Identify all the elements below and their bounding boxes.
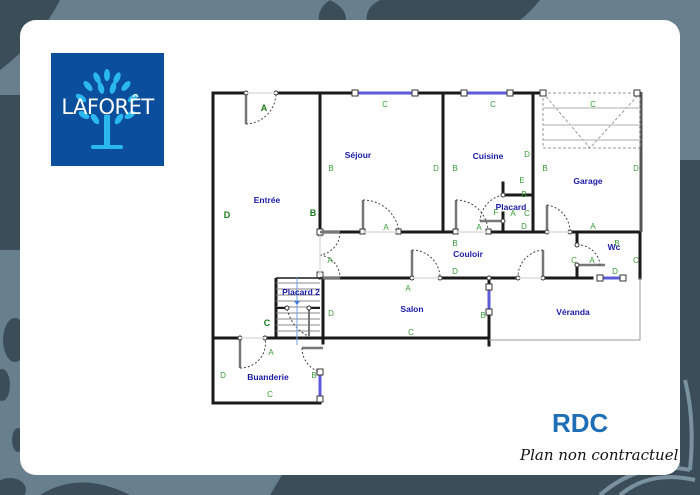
wall-label: A — [268, 348, 274, 357]
wall-label: C — [382, 100, 388, 109]
wall-label: C — [264, 318, 271, 328]
wall-label: B — [480, 311, 485, 320]
wall-label: D — [224, 210, 231, 220]
wall-label: C — [267, 390, 273, 399]
wall-label: A — [510, 209, 516, 218]
level-label: RDC — [552, 408, 609, 438]
wall-label: A — [590, 222, 596, 231]
wall-label: C — [590, 100, 596, 109]
wall-label: B — [311, 371, 316, 380]
room-label: Placard — [496, 202, 527, 212]
wall-label: C — [490, 100, 496, 109]
room-label: Séjour — [345, 150, 372, 160]
wall-label: A — [476, 223, 482, 232]
wall-label: B — [310, 208, 317, 218]
wall-label: D — [612, 267, 618, 276]
wall-label: A — [261, 103, 268, 113]
wall-label: C — [571, 256, 577, 265]
wall-label: D — [452, 267, 458, 276]
wall-label: D — [220, 371, 226, 380]
wall-label: D — [433, 164, 439, 173]
wall-label: B — [452, 164, 457, 173]
wall-label: B — [328, 164, 333, 173]
room-label: Couloir — [453, 249, 483, 259]
wall-label: B — [542, 164, 547, 173]
wall-label: A — [589, 256, 595, 265]
wall-label: D — [328, 309, 334, 318]
room-label: Buanderie — [247, 372, 289, 382]
wall-label: C — [524, 209, 530, 218]
wall-label: D — [524, 150, 530, 159]
room-label: Entrée — [254, 195, 281, 205]
wall-label: E — [519, 176, 524, 185]
wall-label: B — [521, 190, 526, 199]
brand-name: LAFORÊT — [61, 95, 154, 119]
room-label: Cuisine — [473, 151, 504, 161]
room-label: Garage — [573, 176, 603, 186]
wall-label: A — [327, 256, 333, 265]
laforet-logo: LAFORÊT — [51, 53, 164, 166]
room-label: Véranda — [556, 307, 590, 317]
room-label: Salon — [400, 304, 423, 314]
wall-label: B — [452, 239, 457, 248]
room-label: Placard 2 — [282, 287, 320, 297]
room-label: Wc — [608, 242, 621, 252]
wall-label: A — [383, 223, 389, 232]
wall-label: F — [494, 208, 499, 217]
wall-label: D — [521, 222, 527, 231]
wall-label: D — [633, 164, 639, 173]
wall-label: B — [614, 239, 619, 248]
staircase — [274, 277, 323, 345]
tree-icon — [75, 69, 139, 149]
wall-label: C — [408, 328, 414, 337]
wall-label: C — [633, 256, 639, 265]
wall-label: A — [405, 284, 411, 293]
disclaimer-text: Plan non contractuel — [520, 446, 679, 464]
